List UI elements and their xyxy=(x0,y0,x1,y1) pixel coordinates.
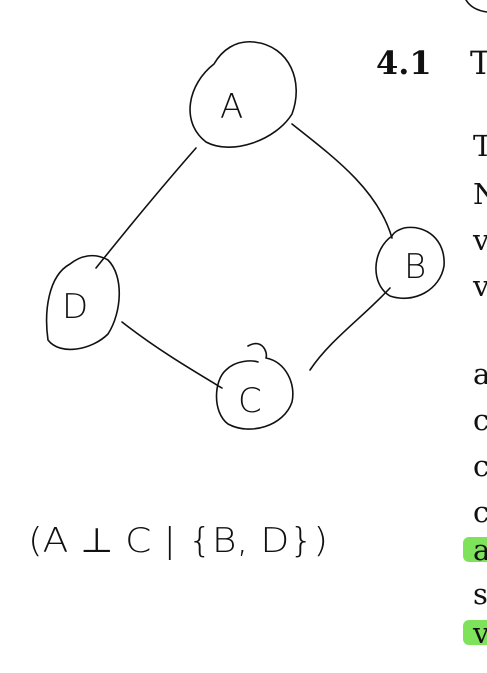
text-line: c xyxy=(473,449,487,483)
section-number: 4.1 xyxy=(376,44,432,82)
text-highlight xyxy=(463,537,487,562)
text-line: v xyxy=(473,269,487,303)
node-b: B xyxy=(375,226,445,300)
text-line: c xyxy=(473,495,487,529)
text-line: c xyxy=(473,403,487,437)
partial-circle-top xyxy=(465,0,487,13)
edge-a-b xyxy=(291,123,393,239)
edge-a-d xyxy=(95,147,197,269)
edge-d-c xyxy=(121,321,223,389)
node-d-outline xyxy=(45,254,121,351)
node-d-label: D xyxy=(62,287,88,327)
text-line: v xyxy=(473,223,487,257)
node-c: C xyxy=(215,342,294,430)
node-c-label: C xyxy=(238,381,262,421)
node-d: D xyxy=(45,254,121,351)
node-a-outline xyxy=(189,40,297,148)
node-a: A xyxy=(189,40,297,148)
text-line: a xyxy=(473,533,487,567)
text-line: N xyxy=(473,177,487,211)
text-line: a xyxy=(473,357,487,391)
text-line: T xyxy=(473,129,487,163)
text-highlight xyxy=(463,620,487,645)
node-b-label: B xyxy=(404,247,426,287)
section-title: T xyxy=(470,44,487,82)
node-b-outline xyxy=(375,226,445,300)
node-c-outline xyxy=(215,342,294,430)
text-line: v xyxy=(473,616,487,650)
text-line: s xyxy=(473,577,487,611)
conditional-independence-formula: (A ⊥ C | {B, D}) xyxy=(28,521,328,561)
edge-b-c xyxy=(309,287,391,371)
node-a-label: A xyxy=(220,87,243,127)
